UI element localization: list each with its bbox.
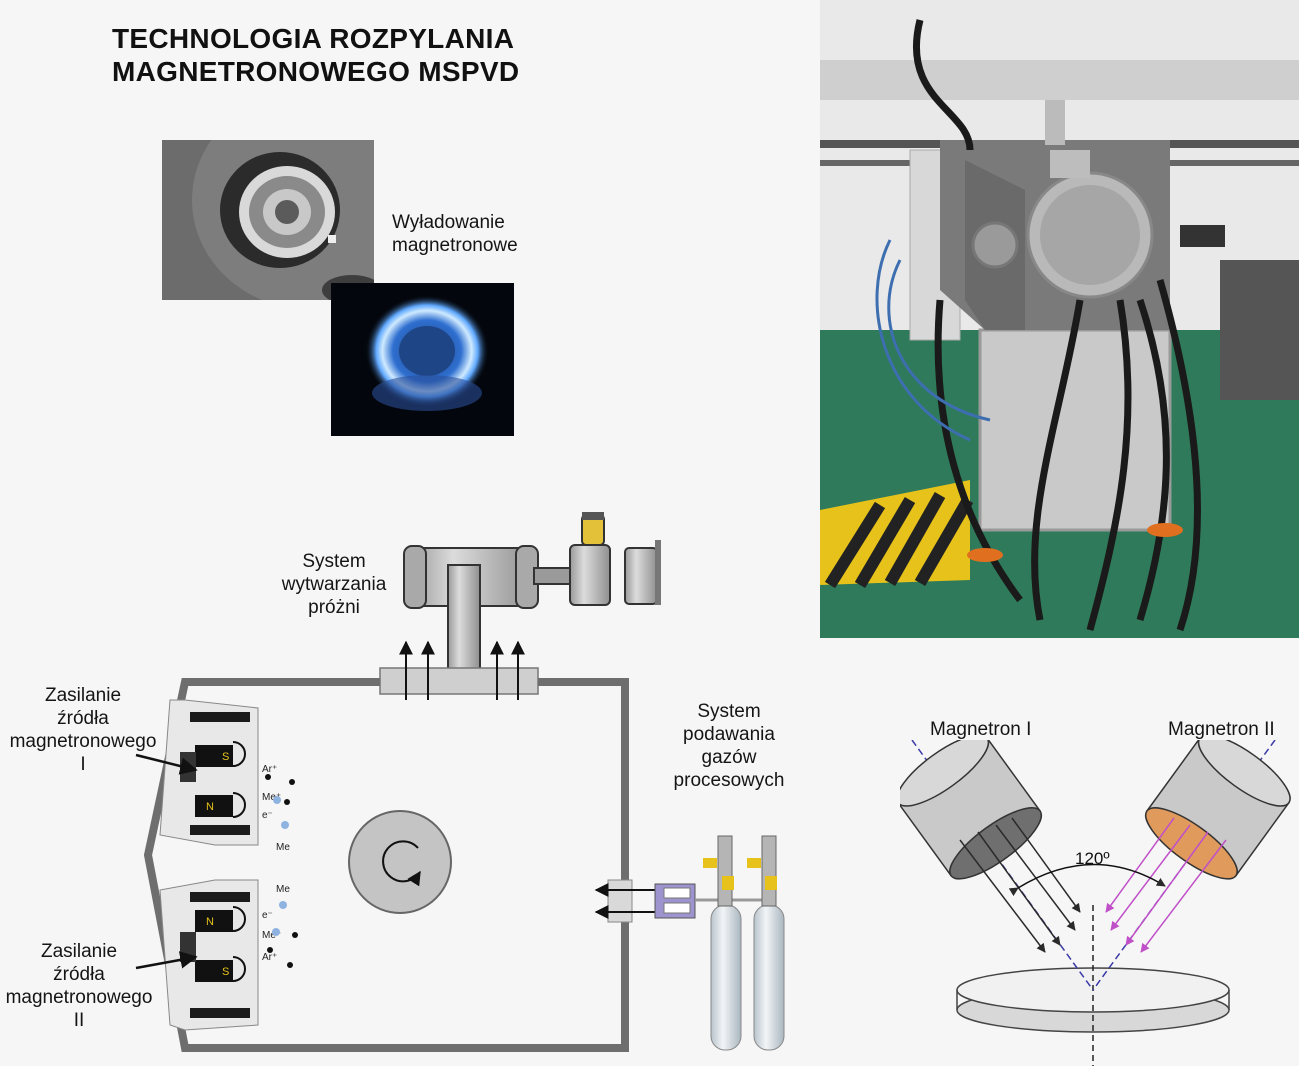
particle-me-plus-2: Me⁺ bbox=[262, 930, 281, 941]
vacuum-pump bbox=[403, 512, 661, 671]
magnetron-1-label: Magnetron I bbox=[930, 719, 1032, 740]
chamber-schematic: S N N S Ar⁺ e⁻ Me⁺ Me Ar⁺ e⁻ Me⁺ Me bbox=[135, 512, 785, 1052]
particle-me: Me bbox=[276, 842, 290, 853]
magnet-n-label-2: N bbox=[206, 916, 214, 928]
magnetron-geometry-diagram: 120º bbox=[900, 740, 1291, 1066]
power-source-2-label: Zasilanie źródła magnetronowego II bbox=[5, 941, 153, 1031]
magnet-s-label-2: S bbox=[222, 966, 229, 978]
vacuum-system-label: System wytwarzania próżni bbox=[281, 551, 387, 618]
power-source-1-label: Zasilanie źródła magnetronowego I bbox=[9, 685, 157, 775]
magnet-s-label-1: S bbox=[222, 751, 229, 763]
rotating-substrate bbox=[348, 810, 452, 914]
particle-me-2: Me bbox=[276, 884, 290, 895]
magnetron-1-schematic: S N bbox=[159, 699, 259, 846]
magnetron-2-schematic: N S bbox=[159, 879, 259, 1031]
gas-cylinders bbox=[703, 835, 785, 1051]
magnetron-2-label: Magnetron II bbox=[1168, 719, 1275, 740]
particle-ar-plus: Ar⁺ bbox=[262, 764, 277, 775]
gas-system-label: System podawania gazów procesowych bbox=[673, 701, 785, 791]
particle-e-minus-2: e⁻ bbox=[262, 910, 273, 921]
page-title: TECHNOLOGIA ROZPYLANIA MAGNETRONOWEGO MS… bbox=[112, 23, 520, 87]
magnet-n-label-1: N bbox=[206, 801, 214, 813]
magnetron-discharge-photo bbox=[331, 283, 514, 436]
particle-me-plus: Me⁺ bbox=[262, 792, 281, 803]
machine-photo bbox=[820, 0, 1299, 638]
discharge-label: Wyładowanie magnetronowe bbox=[392, 212, 518, 256]
magnetron-1-cylinder bbox=[900, 740, 1043, 880]
angle-label: 120º bbox=[1075, 849, 1110, 868]
particle-e-minus: e⁻ bbox=[262, 810, 273, 821]
magnetron-2-cylinder bbox=[1144, 740, 1291, 880]
magnetron-source-photo bbox=[162, 140, 374, 300]
particle-ar-plus-2: Ar⁺ bbox=[262, 952, 277, 963]
